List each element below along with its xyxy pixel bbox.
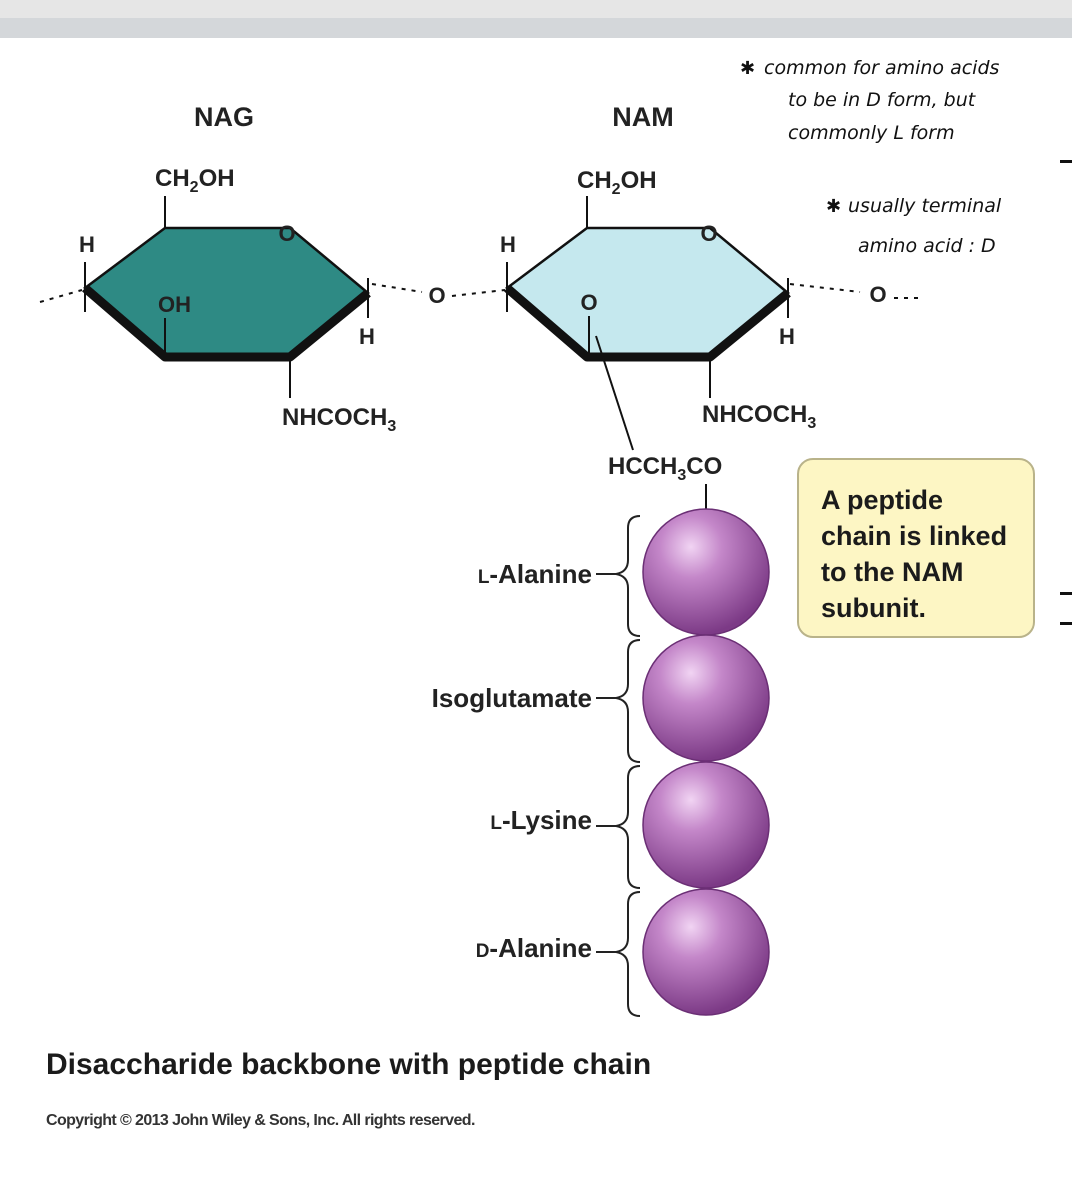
peptide-chain (642, 508, 770, 1016)
window-toolbar-strip (0, 18, 1072, 38)
bridge-bond-right (451, 289, 506, 297)
edge-marker-mid (1060, 592, 1072, 595)
left-bond-dashed (39, 289, 83, 303)
note1-line1-star: ✱ (740, 58, 755, 79)
amino-acid-leaders (596, 573, 616, 953)
right-oxygen: O (869, 282, 886, 307)
nam-label: NAM (612, 102, 674, 132)
handwritten-note-2: ✱ usually terminal amino acid : D (826, 195, 1002, 257)
handwritten-note-1: ✱ common for amino acids to be in D form… (740, 57, 1000, 144)
copyright-notice: Copyright © 2013 John Wiley & Sons, Inc.… (46, 1112, 475, 1129)
bead-d-alanine (642, 888, 770, 1016)
label-l-lysine: L-Lysine (490, 805, 592, 835)
nag-label: NAG (194, 102, 254, 132)
edge-marker-low (1060, 622, 1072, 625)
bridge-bond-left (371, 283, 423, 293)
bridge-oxygen: O (428, 283, 445, 308)
nam-lactyl-oxygen: O (580, 290, 597, 315)
bead-l-lysine (642, 761, 770, 889)
nag-h-left: H (79, 232, 95, 257)
note1-line3: commonly L form (788, 122, 955, 144)
note2-line1: usually terminal (848, 195, 1002, 217)
nag-ring-oxygen: O (278, 221, 295, 246)
nam-h-left: H (500, 232, 516, 257)
bead-l-alanine (642, 508, 770, 636)
amino-acid-braces (615, 515, 641, 1017)
note1-line2: to be in D form, but (788, 89, 977, 111)
nam-nhcoch3: NHCOCH3 (702, 401, 816, 432)
note2-star: ✱ (826, 196, 841, 217)
note2-line2: amino acid : D (858, 235, 996, 257)
label-isoglutamate: Isoglutamate (432, 683, 592, 713)
callout-box: A peptide chain is linked to the NAM sub… (797, 458, 1035, 638)
nam-ring (504, 196, 791, 451)
label-d-alanine: D-Alanine (476, 933, 592, 963)
bead-isoglutamate (642, 634, 770, 762)
nag-h-right: H (359, 324, 375, 349)
nam-ch2oh: CH2OH (577, 167, 657, 198)
figure-caption: Disaccharide backbone with peptide chain (46, 1048, 652, 1081)
nam-h-right: H (779, 324, 795, 349)
right-bond-dashed (789, 283, 861, 293)
label-l-alanine: L-Alanine (478, 559, 592, 589)
note1-line1: common for amino acids (764, 57, 1000, 79)
edge-marker-top (1060, 160, 1072, 163)
nam-lactyl-group: HCCH3CO (608, 453, 722, 484)
nag-oh: OH (158, 292, 191, 317)
window-top-bar (0, 0, 1072, 18)
nam-ring-oxygen: O (700, 221, 717, 246)
nag-ch2oh: CH2OH (155, 165, 235, 196)
nag-ring (82, 196, 371, 398)
nag-nhcoch3: NHCOCH3 (282, 404, 396, 435)
